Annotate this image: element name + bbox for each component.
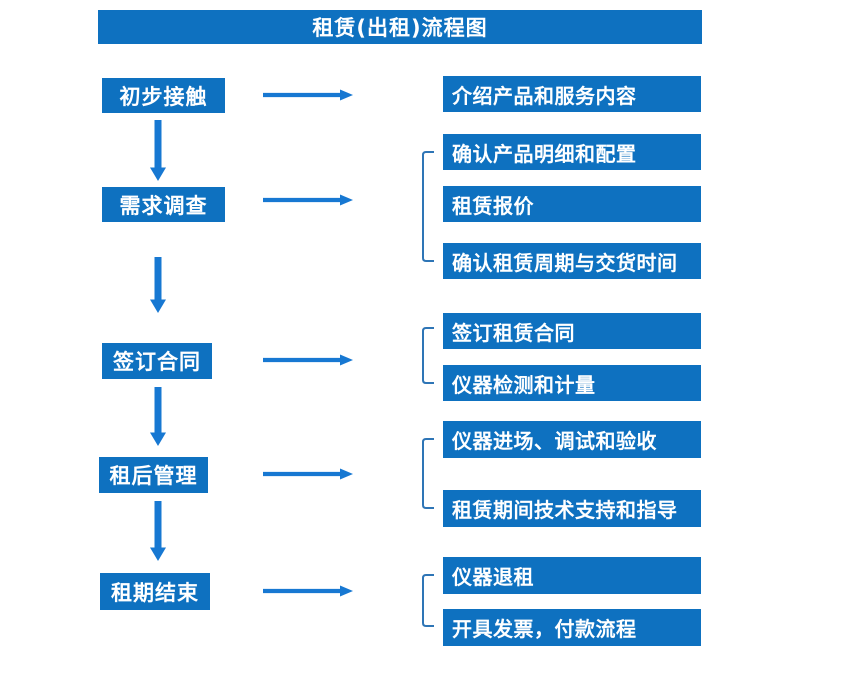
step-initial-contact: 初步接触 [102,78,225,113]
down-arrow [150,120,166,181]
group-bracket [422,327,434,384]
detail-instrument-testing-metering: 仪器检测和计量 [443,365,701,401]
right-arrow [263,89,353,101]
group-bracket [422,574,434,627]
detail-technical-support-guidance: 租赁期间技术支持和指导 [443,490,701,527]
step-post-rental-management: 租后管理 [99,457,208,493]
down-arrow [150,257,166,313]
detail-introduce-products-services: 介绍产品和服务内容 [443,76,701,112]
right-arrow [263,585,353,597]
down-arrow [150,501,166,561]
detail-invoice-payment-process: 开具发票，付款流程 [443,609,701,646]
right-arrow [263,194,353,206]
flowchart-title: 租赁(出租)流程图 [98,10,702,44]
detail-instrument-return: 仪器退租 [443,557,701,594]
detail-rental-quotation: 租赁报价 [443,186,701,222]
right-arrow [263,354,353,366]
detail-confirm-product-specs: 确认产品明细和配置 [443,134,701,170]
right-arrow [263,468,353,480]
detail-sign-rental-contract: 签订租赁合同 [443,313,701,349]
down-arrow [150,387,166,446]
group-bracket [422,151,434,262]
detail-confirm-rental-period-delivery: 确认租赁周期与交货时间 [443,243,701,279]
detail-instrument-setup-acceptance: 仪器进场、调试和验收 [443,421,701,458]
group-bracket [422,438,434,509]
step-demand-survey: 需求调查 [102,187,225,222]
step-sign-contract: 签订合同 [102,343,212,379]
step-rental-end: 租期结束 [100,573,210,610]
